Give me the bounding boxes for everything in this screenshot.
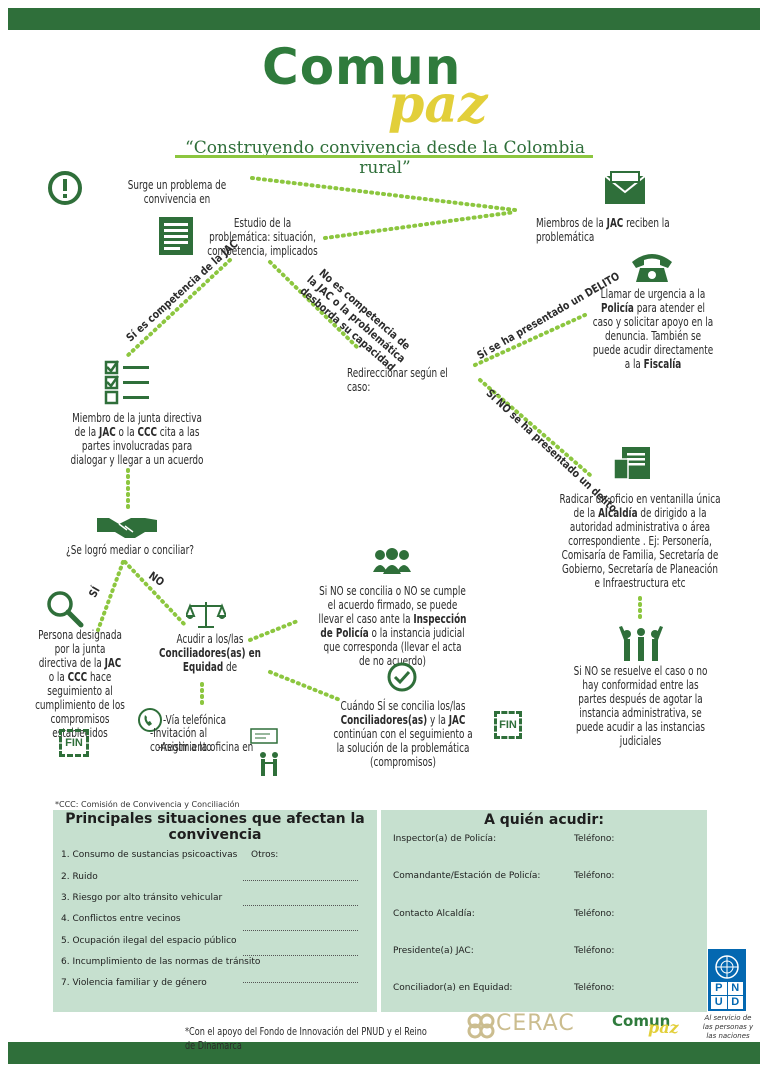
- acudir-text: Acudir a los/las Conciliadores(as) en Eq…: [159, 632, 261, 674]
- jac-receive-text: Miembros de la JAC reciben la problemáti…: [536, 216, 670, 244]
- oficio-text: Radicar un oficio en ventanilla única de…: [559, 492, 721, 590]
- phone-label-1: Teléfono:: [574, 834, 615, 844]
- invitation-card-icon: [250, 728, 278, 744]
- situacion-3: 3. Riesgo por alto tránsito vehicular: [61, 893, 223, 903]
- handshake-icon: [97, 518, 157, 538]
- magnifier-icon: [47, 591, 84, 628]
- situacion-5: 5. Ocupación ilegal del espacio público: [61, 936, 237, 946]
- panel-divider: [377, 810, 381, 1012]
- scales-icon: [186, 602, 226, 628]
- no-concilia-text: Si NO se concilia o NO se cumple el acue…: [318, 584, 467, 668]
- fin-badge-left: FIN: [59, 729, 89, 757]
- phone-label-5: Teléfono:: [574, 983, 615, 993]
- situacion-2: 2. Ruido: [61, 872, 98, 882]
- contact-comandante: Comandante/Estación de Policía:: [393, 871, 541, 881]
- situacion-4: 4. Conflictos entre vecinos: [61, 914, 181, 924]
- via-telefonica: -Vía telefónica: [163, 713, 227, 727]
- invitacion-corregimiento: -Invitación al corregimiento: [150, 726, 212, 754]
- acudir-panel: A quién acudir: Inspector(a) de Policía:…: [381, 810, 707, 1012]
- judicial-text: Si NO se resuelve el caso o no hay confo…: [573, 664, 708, 748]
- telephone-icon: [632, 254, 672, 282]
- situaciones-panel: Principales situaciones que afectan la c…: [53, 810, 377, 1012]
- phone-label-4: Teléfono:: [574, 946, 615, 956]
- problem-text: Surge un problema de convivencia en: [127, 178, 227, 206]
- pnud-tagline: Al servicio de las personas y las nacion…: [702, 1014, 754, 1040]
- bottom-bar: [8, 1042, 760, 1064]
- fin-badge-right: FIN: [494, 711, 522, 739]
- pnud-letter-p: P: [711, 982, 727, 995]
- otros-line-2: [243, 905, 358, 906]
- phone-label-2: Teléfono:: [574, 871, 615, 881]
- otros-line-3: [243, 930, 358, 931]
- pnud-letter-n: N: [727, 982, 743, 995]
- slogan-underline: [175, 155, 593, 158]
- document-icon: [159, 217, 193, 255]
- asistir-oficina: -Asistir a la oficina en: [158, 740, 254, 754]
- footer-brand-paz: paz: [648, 1018, 679, 1037]
- slogan: “Construyendo convivencia desde la Colom…: [185, 138, 585, 178]
- un-emblem-icon: [715, 955, 739, 979]
- group-icon: [373, 548, 411, 574]
- check-circle-icon: [387, 662, 417, 692]
- acudir-title: A quién acudir:: [484, 812, 604, 828]
- checklist-icon: [104, 360, 149, 405]
- phone-circle-icon: [138, 708, 162, 732]
- envelope-icon: [604, 171, 646, 204]
- official-letter-icon: [613, 447, 650, 480]
- situacion-1: 1. Consumo de sustancias psicoactivas: [61, 850, 238, 860]
- situaciones-title: Principales situaciones que afectan la c…: [65, 811, 365, 843]
- alert-icon: [48, 171, 82, 205]
- contact-presidente-jac: Presidente(a) JAC:: [393, 946, 474, 956]
- otros-line-5: [243, 982, 358, 983]
- otros-line-4: [243, 955, 358, 956]
- contact-inspector: Inspector(a) de Policía:: [393, 834, 497, 844]
- redirect-text: Redireccionar según el caso:: [347, 366, 448, 394]
- mediate-question: ¿Se logró mediar o conciliar?: [66, 543, 194, 557]
- phone-label-3: Teléfono:: [574, 909, 615, 919]
- people-celebrating-icon: [619, 626, 663, 661]
- brand-paz: paz: [388, 74, 488, 135]
- cerac-logo-icon: [467, 1013, 495, 1039]
- situacion-7: 7. Violencia familiar y de género: [61, 978, 207, 988]
- study-text: Estudio de la problemática: situación, c…: [207, 216, 318, 258]
- cerac-logo: CERAC: [496, 1011, 575, 1036]
- brand-comun: Comun: [262, 38, 462, 96]
- designated-text: Persona designada por la junta directiva…: [35, 628, 125, 740]
- footnote: *CCC: Comisión de Convivencia y Concilia…: [55, 800, 240, 809]
- contact-alcaldia: Contacto Alcaldía:: [393, 909, 475, 919]
- member-text: Miembro de la junta directiva de la JAC …: [70, 411, 204, 467]
- otros-label: Otros:: [251, 850, 279, 860]
- contact-conciliador: Conciliador(a) en Equidad:: [393, 983, 513, 993]
- pnud-logo: P N U D: [708, 949, 746, 1011]
- footer-brand-comun: Comun: [612, 1012, 671, 1030]
- pnud-letter-u: U: [711, 996, 727, 1009]
- support-text: *Con el apoyo del Fondo de Innovación de…: [185, 1025, 427, 1052]
- top-bar: [8, 8, 760, 30]
- urgent-text: Llamar de urgencia a la Policía para ate…: [592, 287, 714, 371]
- situacion-6: 6. Incumplimiento de las normas de tráns…: [61, 957, 261, 967]
- pnud-letters: P N U D: [711, 982, 743, 1009]
- otros-line-1: [243, 880, 358, 881]
- pnud-letter-d: D: [727, 996, 743, 1009]
- si-concilia-text: Cuándo SÍ se concilia los/las Conciliado…: [333, 699, 473, 769]
- people-meeting-icon: [260, 752, 278, 776]
